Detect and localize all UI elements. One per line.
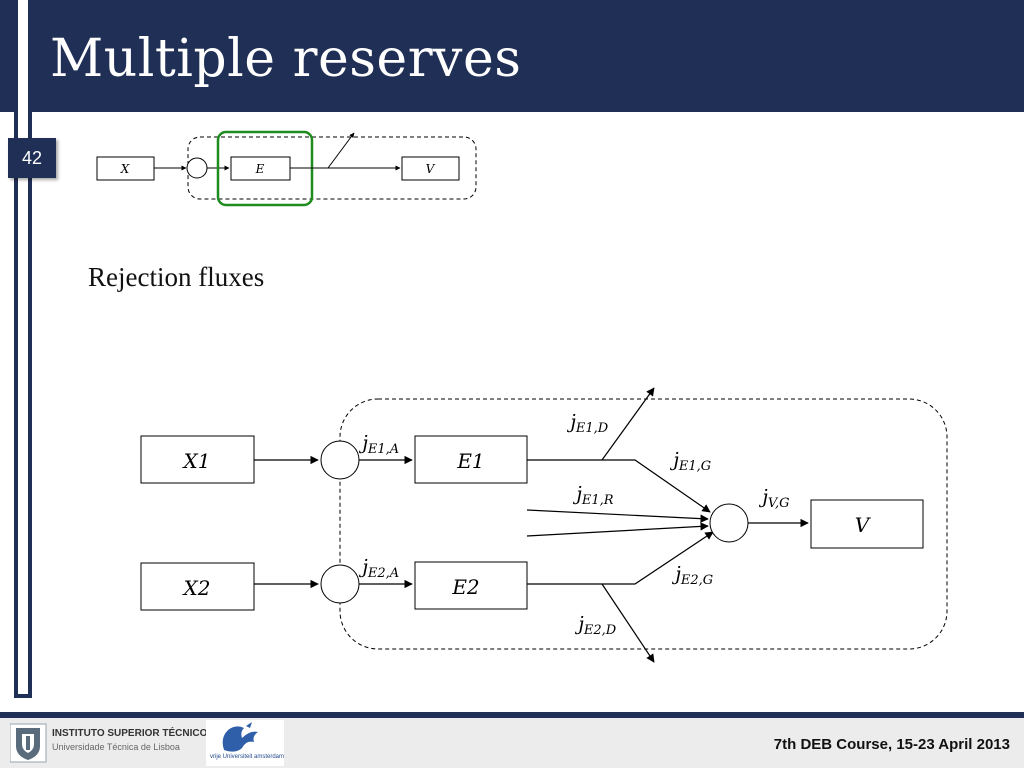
e1-box	[414, 435, 528, 484]
arrow-e2-d	[601, 583, 655, 663]
flux-e1a-label: j̇E1,A	[358, 432, 399, 457]
flux-e2a-label: j̇E2,A	[358, 556, 399, 581]
small-dashed-boundary	[187, 136, 477, 200]
header-bar	[0, 0, 1024, 112]
circle-node-1	[320, 440, 360, 480]
ist-logo-icon	[10, 723, 47, 763]
arrow-e1-d	[601, 387, 655, 461]
ist-logo-text: INSTITUTO SUPERIOR TÉCNICO	[52, 728, 208, 739]
vu-griffin-icon	[222, 722, 258, 752]
flux-e2g-label: j̇E2,G	[671, 563, 713, 588]
footer-line	[0, 712, 1024, 718]
small-e-label: E	[255, 162, 265, 176]
vu-logo	[206, 720, 284, 766]
flux-e1d-label: j̇E1,D	[566, 411, 609, 436]
footer-bar	[0, 718, 1024, 768]
big-dashed-boundary	[339, 398, 948, 650]
circle-node-join	[709, 503, 749, 543]
e2-label: E2	[451, 575, 479, 599]
left-frame-inner	[18, 0, 28, 694]
e1-label: E1	[456, 449, 484, 473]
section-heading: Rejection fluxes	[88, 262, 265, 292]
e2-box	[414, 561, 528, 610]
flux-vg-label: j̇V,G	[758, 486, 790, 511]
x2-label: X2	[182, 576, 211, 600]
line-e1-out	[527, 459, 711, 513]
small-x-label: X	[120, 162, 130, 176]
v-label: V	[855, 513, 872, 537]
x2-box	[140, 562, 255, 611]
page-number: 42	[8, 138, 56, 178]
arrow-r-1	[526, 509, 709, 523]
flux-e2d-label: j̇E2,D	[574, 613, 617, 638]
vu-logo-text: vrije Universiteit amsterdam	[210, 754, 285, 760]
slide-title: Multiple reserves	[50, 29, 522, 89]
x1-label: X1	[182, 449, 211, 473]
small-v-box	[401, 156, 460, 181]
flux-e1r-label: j̇E1,R	[572, 483, 614, 508]
small-circle-node	[186, 157, 208, 179]
arrow-r-2	[526, 522, 709, 537]
small-v-label: V	[426, 162, 436, 176]
circle-node-2	[320, 564, 360, 604]
ist-logo-subtext: Universidade Técnica de Lisboa	[52, 742, 180, 752]
line-e2-out	[527, 531, 714, 585]
small-arrow-out	[327, 132, 355, 169]
footer-course-text: 7th DEB Course, 15-23 April 2013	[773, 736, 1010, 753]
flux-e1g-label: j̇E1,G	[669, 449, 711, 474]
v-box	[810, 499, 924, 549]
